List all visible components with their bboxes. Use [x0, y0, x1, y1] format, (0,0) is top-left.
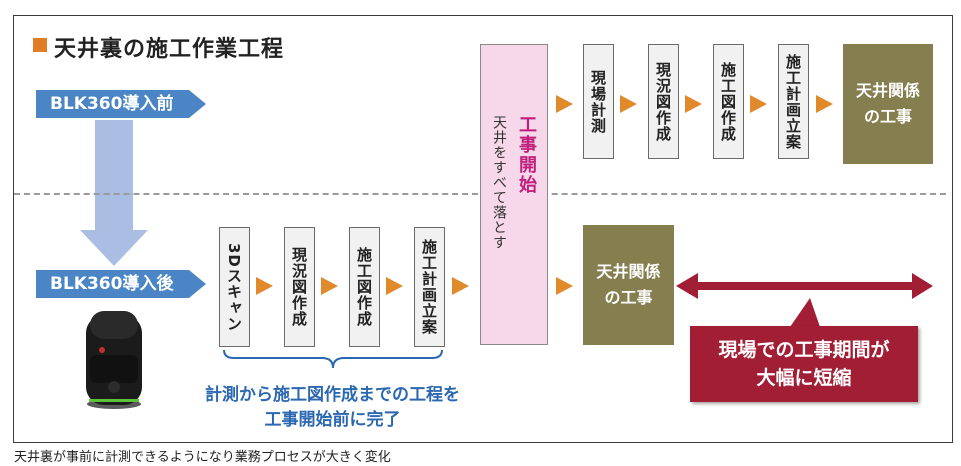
- after-arrow-4: [452, 277, 469, 295]
- before-arrow-4: [816, 95, 833, 113]
- scanner-device-icon: [86, 311, 142, 409]
- after-step-4: 施工計画立案: [414, 227, 445, 347]
- process-bracket: [223, 349, 443, 369]
- highlight-box: 現場での工事期間が 大幅に短縮: [690, 326, 918, 402]
- construction-start-label: 工事開始: [516, 115, 537, 195]
- before-arrow-2: [685, 95, 702, 113]
- transition-arrow: [80, 120, 148, 266]
- before-step-2: 現況図作成: [648, 44, 679, 159]
- diagram-title: 天井裏の施工作業工程: [54, 37, 285, 62]
- ceiling-removal-label: 天井をすべて落とす: [491, 115, 507, 250]
- after-step-1: 3Dスキャン: [219, 227, 250, 347]
- before-arrow-3: [750, 95, 767, 113]
- title-marker: [33, 38, 47, 52]
- after-final-box: 天井関係の工事: [583, 225, 674, 345]
- after-arrow-1: [256, 277, 273, 295]
- figure-caption: 天井裏が事前に計測できるようになり業務プロセスが大きく変化: [14, 450, 391, 465]
- before-arrow-0: [556, 95, 573, 113]
- callout-pointer: [790, 298, 820, 327]
- after-arrow-2: [321, 277, 338, 295]
- highlight-line-1: 現場での工事期間が: [718, 339, 890, 361]
- before-step-3: 施工図作成: [713, 44, 744, 159]
- note-line-2: 工事開始前に完了: [264, 410, 401, 430]
- before-step-1: 現場計測: [583, 44, 614, 159]
- shortening-double-arrow: [676, 273, 933, 299]
- after-step-3: 施工図作成: [349, 227, 380, 347]
- before-arrow-1: [620, 95, 637, 113]
- after-arrow-3: [386, 277, 403, 295]
- construction-start-box: 工事開始 天井をすべて落とす: [480, 44, 548, 345]
- before-tag: BLK360導入前: [36, 90, 206, 118]
- before-final-box: 天井関係の工事: [843, 44, 933, 164]
- note-line-1: 計測から施工図作成までの工程を: [205, 385, 460, 405]
- before-step-4: 施工計画立案: [778, 44, 809, 159]
- after-step-2: 現況図作成: [284, 227, 315, 347]
- highlight-line-2: 大幅に短縮: [756, 367, 852, 389]
- after-tag: BLK360導入後: [36, 270, 206, 298]
- after-arrow-5: [556, 277, 573, 295]
